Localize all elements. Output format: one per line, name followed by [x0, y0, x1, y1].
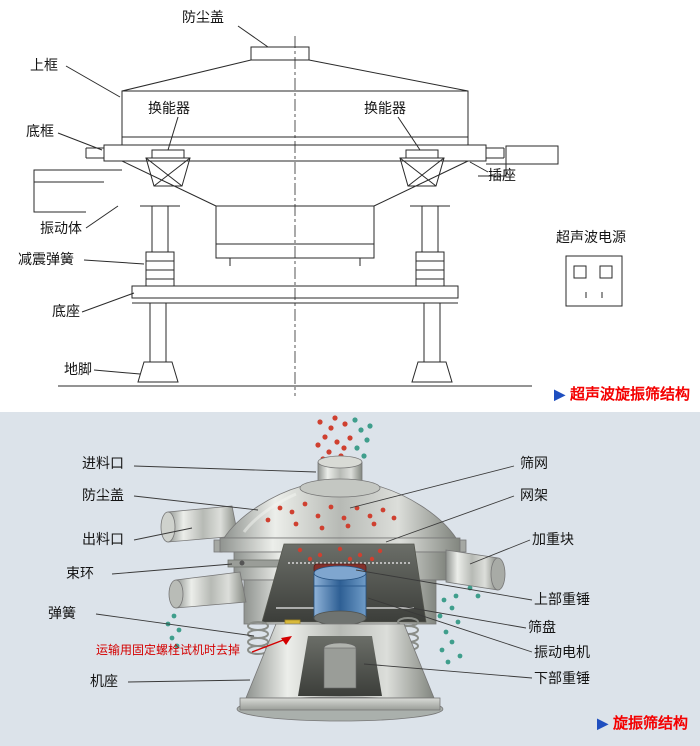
label-vibration-motor: 振动电机	[534, 644, 590, 660]
ultrasonic-sieve-line-drawing	[33, 25, 623, 396]
label-mesh-frame: 网架	[520, 487, 548, 503]
label-socket: 插座	[488, 167, 516, 183]
label-transducer-left: 换能器	[148, 100, 190, 116]
label-vibrating-body: 振动体	[40, 220, 82, 236]
label-clamp-ring: 束环	[66, 565, 94, 581]
label-feed-inlet: 进料口	[82, 455, 124, 471]
bottom-caption-text: 旋振筛结构	[612, 715, 688, 732]
label-ultrasonic-power: 超声波电源	[556, 229, 626, 245]
label-sieve-plate: 筛盘	[528, 619, 556, 635]
caption-arrow-icon-2: ▶	[597, 715, 608, 731]
top-caption: ▶超声波旋振筛结构	[554, 383, 690, 404]
label-weight-block: 加重块	[532, 531, 574, 547]
label-machine-base: 机座	[90, 673, 118, 689]
rotary-sieve-cutaway-rendering	[95, 415, 533, 722]
label-dust-cover-2: 防尘盖	[82, 487, 124, 503]
label-screen-mesh: 筛网	[520, 455, 548, 471]
label-spring: 弹簧	[48, 605, 76, 621]
ultrasonic-sieve-panel: 防尘盖 上框 换能器 换能器 底框 插座 振动体 减震弹簧 超声波电源 底座 地…	[18, 9, 690, 404]
caption-arrow-icon: ▶	[554, 386, 565, 402]
label-lower-weight: 下部重锤	[534, 670, 590, 686]
label-discharge-outlet: 出料口	[82, 531, 124, 547]
label-bottom-frame: 底框	[26, 123, 54, 139]
label-damping-spring: 减震弹簧	[18, 251, 74, 267]
transport-bolt-note: 运输用固定螺栓试机时去掉	[96, 643, 241, 657]
label-upper-weight: 上部重锤	[534, 591, 590, 607]
bottom-caption: ▶旋振筛结构	[597, 712, 688, 733]
label-upper-frame: 上框	[30, 57, 58, 73]
label-transducer-right: 换能器	[364, 100, 406, 116]
rotary-sieve-panel: 进料口 防尘盖 出料口 束环 弹簧 机座 筛网 网架 加重块 上部重锤 筛盘 振…	[0, 412, 700, 746]
label-base: 底座	[52, 303, 80, 319]
label-dust-cover: 防尘盖	[182, 9, 224, 25]
top-caption-text: 超声波旋振筛结构	[569, 386, 690, 403]
label-foot: 地脚	[64, 361, 92, 377]
